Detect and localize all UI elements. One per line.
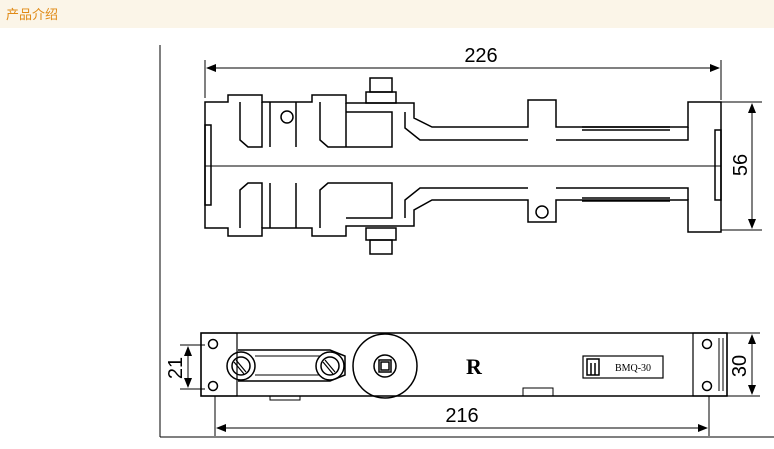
top-view <box>204 60 722 255</box>
height-30-dim <box>727 332 760 397</box>
width-216-dim <box>214 396 710 436</box>
height-21-dim <box>180 344 205 390</box>
top-hole-left <box>280 110 294 124</box>
height-21-label: 21 <box>165 357 187 379</box>
width-216-label: 216 <box>445 405 478 427</box>
height-30-label: 30 <box>729 355 751 377</box>
bottom-bolt <box>369 239 393 255</box>
header-title: 产品介绍 <box>6 8 59 23</box>
height-56-label: 56 <box>730 154 752 176</box>
link-arm <box>238 349 346 382</box>
top-bolt <box>369 77 393 93</box>
width-226-label: 226 <box>464 45 497 67</box>
model-label: BMQ-30 <box>615 363 651 374</box>
screw-right <box>315 351 345 381</box>
side-mark-r: R <box>466 354 483 379</box>
bottom-view <box>200 332 728 401</box>
technical-drawing: 226 56 <box>159 45 774 438</box>
rotary-hub <box>352 333 418 399</box>
height-56-dim <box>721 101 762 231</box>
model-label-box <box>582 355 664 379</box>
top-hole-right <box>535 205 549 219</box>
top-body-outline <box>204 94 722 237</box>
page-header: 产品介绍 <box>0 0 774 28</box>
screw-left <box>226 351 256 381</box>
